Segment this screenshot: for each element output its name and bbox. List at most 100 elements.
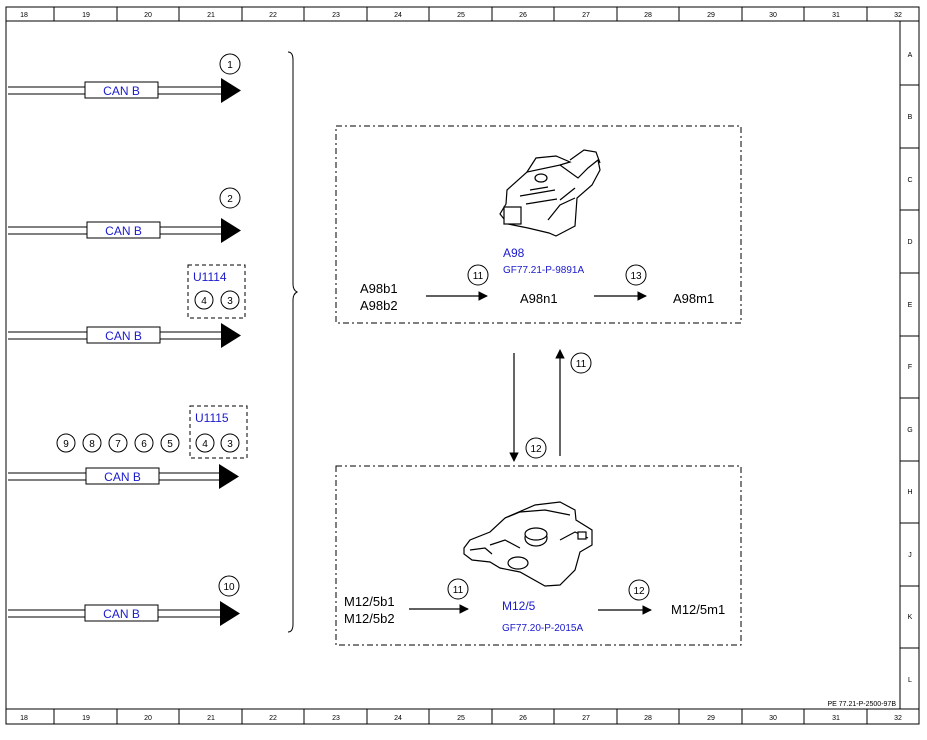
step-number: 7 <box>115 439 121 450</box>
step-number: 11 <box>453 585 464 596</box>
column-label: 26 <box>519 715 527 722</box>
column-label: 28 <box>644 715 652 722</box>
column-label: 28 <box>644 12 652 19</box>
row-label: F <box>908 364 912 371</box>
column-label: 27 <box>582 715 590 722</box>
step-marker <box>82 433 102 453</box>
a98-input-2: A98b2 <box>360 298 398 313</box>
row-label: H <box>907 489 912 496</box>
step-number: 4 <box>202 439 208 450</box>
step-number: 3 <box>227 296 233 307</box>
can-label: CAN B <box>105 329 142 343</box>
fault-code-box <box>189 405 248 459</box>
m12-5-doc-reference: GF77.20-P-2015A <box>502 623 583 634</box>
column-label: 30 <box>769 715 777 722</box>
step-number: 13 <box>630 271 642 282</box>
step-marker <box>108 433 128 453</box>
m12-5-input-2: M12/5b2 <box>344 611 395 626</box>
arrow-head <box>220 601 240 626</box>
step-marker <box>220 433 240 453</box>
column-label: 21 <box>207 715 215 722</box>
step-number: 9 <box>63 439 69 450</box>
step-number: 1 <box>227 60 233 71</box>
step-number: 2 <box>227 194 233 205</box>
step-marker <box>525 437 547 459</box>
row-label: E <box>908 302 913 309</box>
column-label: 21 <box>207 12 215 19</box>
column-label: 22 <box>269 12 277 19</box>
row-label: K <box>908 614 913 621</box>
column-label: 22 <box>269 715 277 722</box>
m12-5-function-box: M12/5b1 M12/5b2 11 M12/5 GF77.20-P-2015A… <box>335 465 742 646</box>
can-label-box <box>84 604 159 622</box>
step-number: 8 <box>89 439 95 450</box>
step-number: 10 <box>223 582 235 593</box>
drawing-frame: 18 19 20 21 22 23 24 25 26 27 28 29 30 3… <box>5 6 920 725</box>
fault-code: U1115 <box>195 411 229 425</box>
can-line-5: CAN B 10 <box>8 575 240 626</box>
fault-code: U1114 <box>193 270 227 284</box>
row-label: L <box>908 677 912 684</box>
column-label: 23 <box>332 715 340 722</box>
column-label: 26 <box>519 12 527 19</box>
a98-input-1: A98b1 <box>360 281 398 296</box>
can-line-1: CAN B 1 <box>8 53 241 103</box>
step-marker <box>625 264 647 286</box>
m12-5-input-1: M12/5b1 <box>344 594 395 609</box>
step-marker <box>195 433 215 453</box>
step-number: 11 <box>576 359 587 370</box>
can-line-2: CAN B 2 <box>8 187 241 243</box>
column-label: 23 <box>332 12 340 19</box>
a98-sliding-roof-control-unit-icon <box>499 149 601 237</box>
can-label-box <box>85 467 160 485</box>
step-marker <box>134 433 154 453</box>
step-marker <box>628 579 650 601</box>
column-label: 31 <box>832 715 840 722</box>
column-label: 30 <box>769 12 777 19</box>
row-label: D <box>907 239 912 246</box>
can-label-box <box>86 221 161 239</box>
column-label: 20 <box>144 12 152 19</box>
grouping-brace <box>287 51 299 633</box>
step-marker <box>160 433 180 453</box>
can-label: CAN B <box>103 607 140 621</box>
column-label: 18 <box>20 715 28 722</box>
a98-doc-reference: GF77.21-P-9891A <box>503 265 584 276</box>
can-line-4: CAN B U1115 4 3 9 8 7 6 5 <box>8 405 248 489</box>
row-label: J <box>908 552 912 559</box>
column-label: 31 <box>832 12 840 19</box>
arrow-head <box>219 464 239 489</box>
a98-component-label: A98 <box>503 246 525 260</box>
m12-5-roller-blind-motor-icon <box>463 501 593 587</box>
step-number: 12 <box>633 586 645 597</box>
arrow-head <box>221 78 241 103</box>
column-label: 27 <box>582 12 590 19</box>
step-marker <box>219 187 241 209</box>
step-number: 5 <box>167 439 173 450</box>
box-link-arrows: 12 11 <box>509 349 592 462</box>
can-label-box <box>86 326 161 344</box>
column-label: 20 <box>144 715 152 722</box>
can-line-3: CAN B U1114 4 3 <box>8 264 246 348</box>
a98-middle-label: A98n1 <box>520 291 558 306</box>
column-label: 32 <box>894 12 902 19</box>
arrow-head <box>221 218 241 243</box>
can-label-box <box>84 81 159 99</box>
row-label: C <box>907 177 912 184</box>
step-number: 4 <box>201 296 207 307</box>
can-label: CAN B <box>104 470 141 484</box>
column-dividers <box>53 7 868 724</box>
column-label: 24 <box>394 715 402 722</box>
column-label: 24 <box>394 12 402 19</box>
step-number: 6 <box>141 439 147 450</box>
m12-5-output-label: M12/5m1 <box>671 602 725 617</box>
a98-output-label: A98m1 <box>673 291 714 306</box>
column-label: 19 <box>82 12 90 19</box>
row-label: A <box>908 52 913 59</box>
step-number: 11 <box>473 271 484 282</box>
column-label: 29 <box>707 715 715 722</box>
can-label: CAN B <box>105 224 142 238</box>
column-label: 25 <box>457 12 465 19</box>
step-marker <box>220 290 240 310</box>
